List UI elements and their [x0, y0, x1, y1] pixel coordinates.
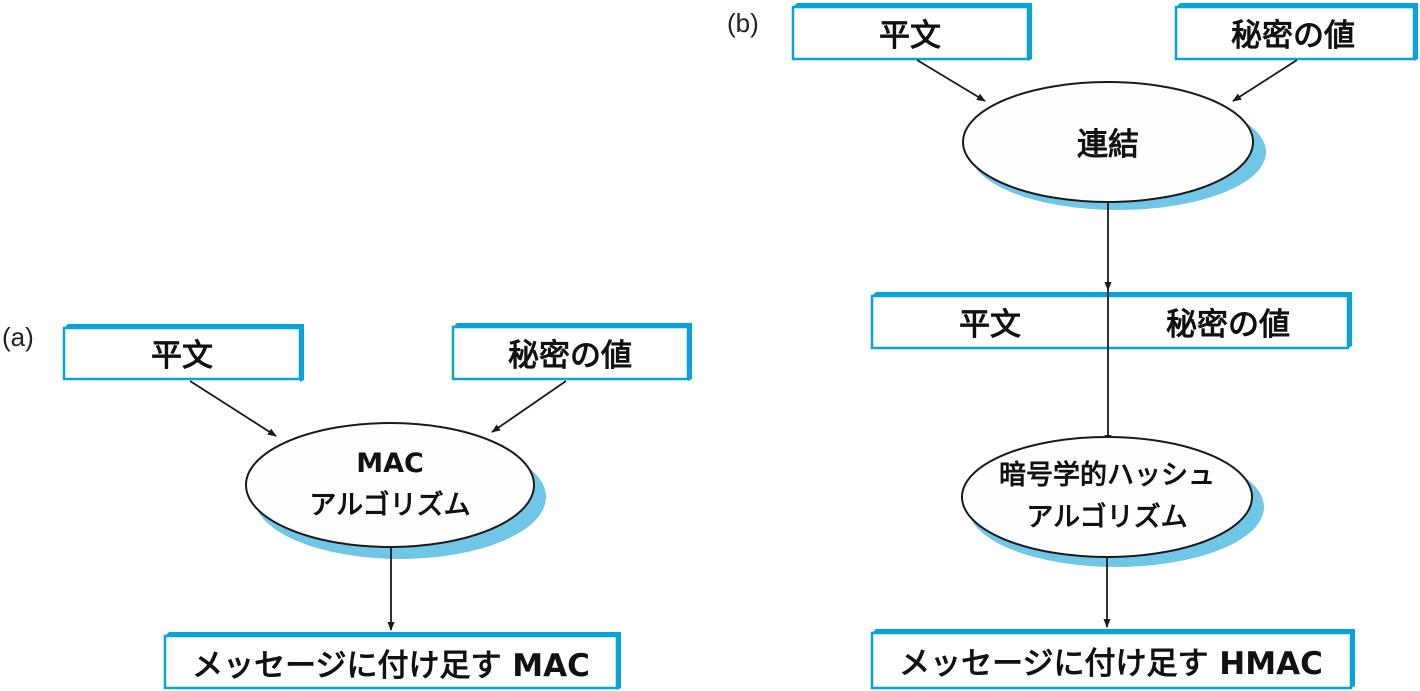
panel-b-plaintext-label: 平文	[879, 18, 941, 54]
panel-b-concat-label: 連結	[1077, 127, 1139, 163]
panel-b-concat-operation: 連結	[962, 81, 1266, 210]
panel-b-hash-line2: アルゴリズム	[1026, 501, 1187, 533]
panel-b-plaintext-box: 平文	[791, 3, 1032, 61]
panel-b-secret-box: 秘密の値	[1174, 3, 1418, 61]
panel-a-arrow-secret	[491, 380, 567, 433]
panel-b-concat-plaintext-label: 平文	[959, 307, 1021, 343]
panel-a-output-box: メッセージに付け足す MAC	[163, 632, 621, 690]
panel-a: (a) 平文 秘密の値 MAC アルゴリズム メッセージ	[2, 322, 692, 690]
panel-a-secret-label: 秘密の値	[508, 338, 632, 374]
panel-b-secret-label: 秘密の値	[1231, 18, 1355, 54]
panel-b-output-label: メッセージに付け足す HMAC	[899, 646, 1323, 682]
panel-b: (b) 平文 秘密の値 連結 平文 秘密の値	[727, 3, 1418, 690]
panel-b-concat-secret-label: 秘密の値	[1166, 307, 1290, 343]
panel-b-hash-line1: 暗号学的ハッシュ	[999, 459, 1215, 491]
panel-b-output-box: メッセージに付け足す HMAC	[870, 629, 1355, 690]
panel-a-secret-box: 秘密の値	[451, 323, 692, 381]
panel-a-mac-line2: アルゴリズム	[309, 489, 470, 521]
panel-a-plaintext-box: 平文	[62, 324, 304, 382]
panel-a-mac-algorithm: MAC アルゴリズム	[245, 422, 546, 559]
panel-a-output-label: メッセージに付け足す MAC	[192, 648, 590, 684]
panel-b-arrow-plaintext	[916, 59, 986, 102]
panel-a-plaintext-label: 平文	[151, 338, 213, 374]
panel-a-mac-line1: MAC	[356, 448, 424, 479]
panel-b-arrow-secret	[1232, 59, 1298, 102]
panel-b-hash-algorithm: 暗号学的ハッシュ アルゴリズム	[961, 436, 1264, 567]
panel-a-label: (a)	[2, 322, 34, 352]
panel-a-arrow-plaintext	[189, 380, 277, 437]
panel-b-concatenated-box: 平文 秘密の値	[870, 292, 1352, 350]
panel-b-label: (b)	[727, 8, 759, 38]
